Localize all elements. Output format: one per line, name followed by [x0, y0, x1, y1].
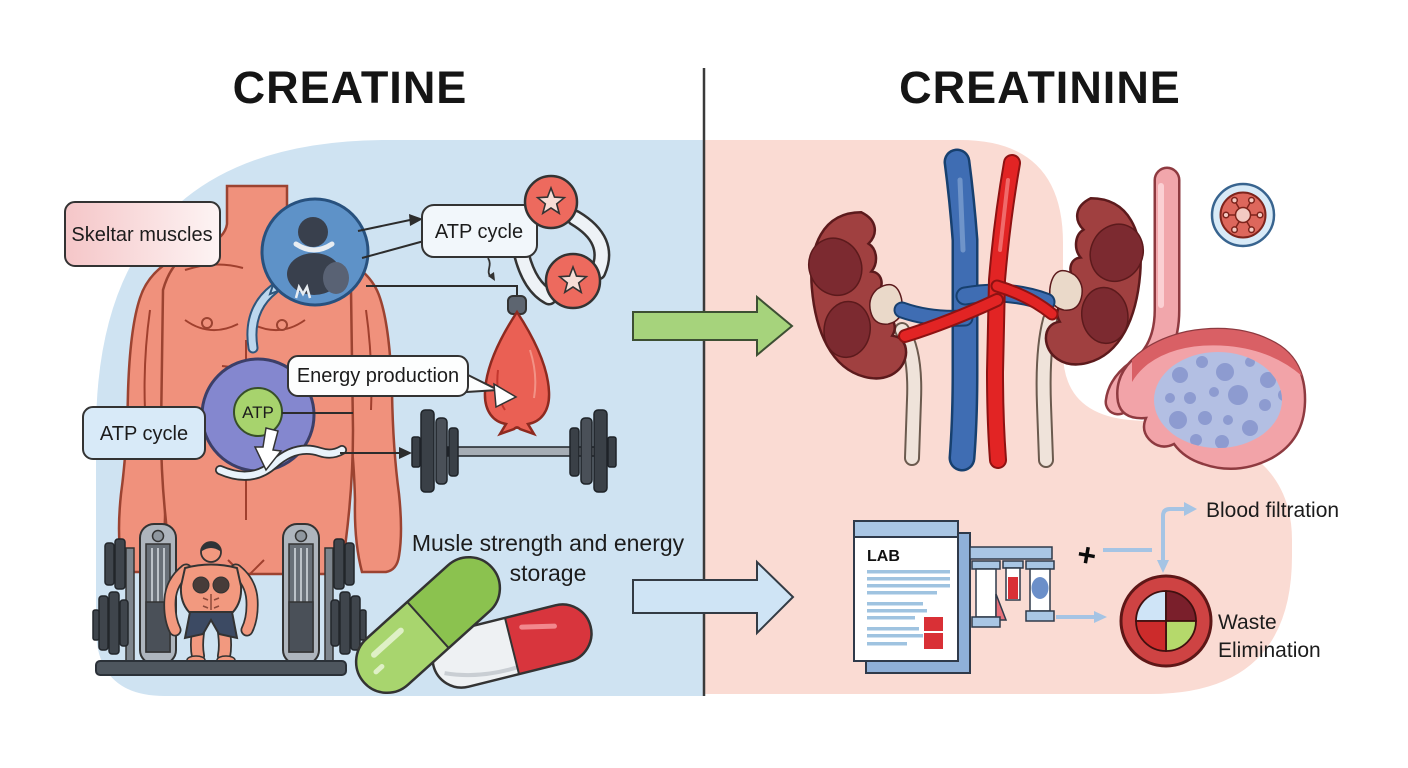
kidney-right [1044, 197, 1144, 366]
test-tube-rack [969, 546, 1055, 628]
waste-elimination-line1: Waste [1218, 611, 1277, 634]
atp-production-circle: ATP [200, 357, 353, 481]
gym-machine-left [92, 523, 177, 665]
bodybuilder-figure [163, 541, 259, 665]
skeletal-muscles-box: Skeltar muscles [64, 201, 221, 267]
title-creatinine: CREATININE [899, 62, 1181, 113]
skeletal-muscles-label: Skeltar muscles [71, 224, 212, 246]
stomach-illustration [1104, 166, 1307, 470]
atp-cycle-left-label: ATP cycle [100, 423, 188, 445]
lab-title: LAB [867, 548, 900, 565]
capsule-green [354, 555, 502, 695]
arrowhead-to-pie [1157, 560, 1169, 573]
kidneys-illustration [808, 148, 1144, 472]
gym-platform [95, 660, 347, 676]
barbell-icon [411, 409, 617, 493]
title-creatine: CREATINE [233, 62, 468, 113]
atp-cycle-top-label: ATP cycle [435, 221, 523, 243]
renal-artery [898, 154, 1059, 469]
lab-report: LAB [853, 520, 971, 674]
caption-line1: Musle strength and energy [412, 530, 685, 556]
waste-pie-icon [1119, 574, 1213, 668]
creatine-molecule-circles [523, 174, 602, 310]
arrow-to-barbell [340, 447, 412, 459]
waste-elimination-line2: Elimination [1218, 639, 1321, 662]
circle-connectors [357, 214, 518, 298]
atp-cycle-left-box: ATP cycle [82, 406, 206, 460]
arrowhead-to-blood-filtration [1184, 502, 1197, 516]
energy-production-box: Energy production [287, 355, 518, 409]
atp-label: ATP [242, 403, 274, 422]
flow-connectors [1056, 507, 1184, 619]
gym-machine-right [282, 523, 367, 665]
gym-scene [92, 523, 367, 676]
blue-transition-arrow [632, 559, 795, 636]
muscle-zoom-circle [260, 197, 370, 307]
arrowhead-tubes-to-pie [1094, 611, 1107, 623]
creatinine-molecule-icon [1210, 182, 1276, 248]
green-transition-arrow [632, 294, 794, 358]
caption-line2: storage [510, 560, 587, 586]
energy-production-label: Energy production [297, 365, 459, 387]
blood-filtration-label: Blood filtration [1206, 499, 1339, 522]
atp-cycle-top-box: ATP cycle [421, 204, 538, 281]
kidney-left [808, 211, 908, 380]
